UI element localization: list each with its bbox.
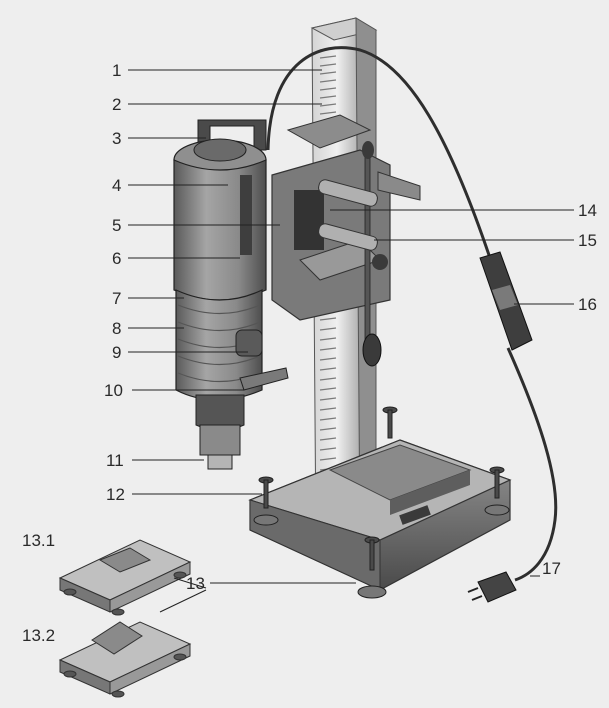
- callout-9: 9: [112, 343, 121, 362]
- base-view-13-2: [58, 621, 192, 698]
- callout-8: 8: [112, 319, 121, 338]
- callout-16: 16: [578, 295, 597, 314]
- callout-3: 3: [112, 129, 121, 148]
- callout-5: 5: [112, 216, 121, 235]
- power-cable: [266, 46, 558, 582]
- callout-2: 2: [112, 95, 121, 114]
- callout-13-1: 13.1: [22, 531, 55, 550]
- callout-7: 7: [112, 289, 121, 308]
- callout-17: 17: [542, 559, 561, 578]
- leveling-screws: [253, 406, 510, 599]
- feed-handle: [318, 141, 421, 367]
- callout-10: 10: [104, 381, 123, 400]
- callout-1: 1: [112, 61, 121, 80]
- leader-lines: [128, 69, 574, 613]
- callout-15: 15: [578, 231, 597, 250]
- callout-6: 6: [112, 249, 121, 268]
- base-view-13-1: [58, 539, 192, 616]
- callout-13: 13: [186, 574, 205, 593]
- callout-11: 11: [106, 451, 124, 470]
- plug: [467, 571, 517, 603]
- base-plate: [248, 439, 512, 591]
- callout-4: 4: [112, 176, 121, 195]
- drill-motor: [173, 119, 289, 470]
- callout-12: 12: [106, 485, 125, 504]
- callout-14: 14: [578, 201, 597, 220]
- switch-box: [479, 251, 533, 351]
- callout-13-2: 13.2: [22, 626, 55, 645]
- callout-labels: 1 2 3 4 5 6 7 8 9 10 11 12 13 13.1 13.2 …: [22, 61, 597, 645]
